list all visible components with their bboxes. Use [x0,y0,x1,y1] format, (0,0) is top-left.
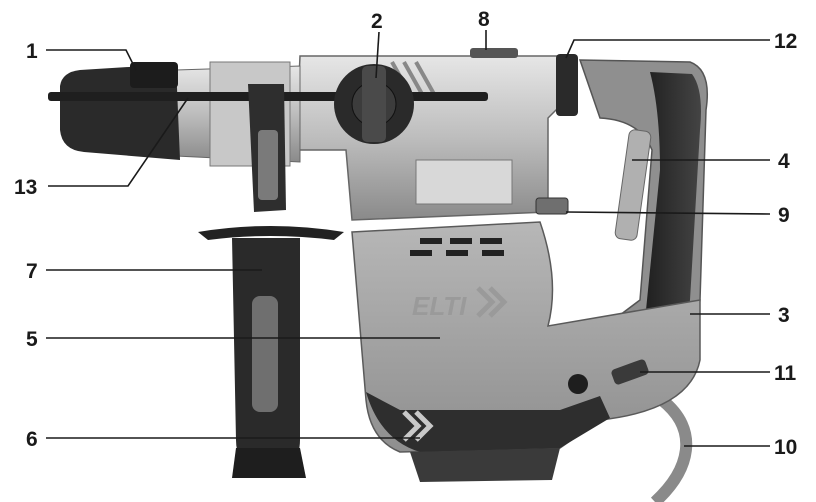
leader-lines [46,30,771,447]
rear-handle-grip [644,72,701,370]
callout-8: 8 [478,8,490,31]
mode-selector-grip [362,66,386,142]
top-cap [470,48,518,58]
power-cord [650,395,693,502]
callout-7: 7 [26,260,38,283]
leader-1 [46,49,137,71]
motor-housing-lower [366,392,610,452]
callout-4: 4 [778,150,790,173]
side-button [568,374,588,394]
callout-13: 13 [14,176,37,199]
callout-6: 6 [26,428,38,451]
brand-text: ELTI [412,291,467,321]
depth-stop-knob [535,197,569,215]
callout-labels: 1 2 8 12 4 13 9 7 3 5 11 6 10 [14,8,797,459]
gear-housing-panel [415,159,513,205]
brand-logo [476,286,508,318]
callout-9: 9 [778,204,790,227]
callout-11: 11 [774,362,797,385]
callout-3: 3 [778,304,790,327]
side-handle-collar-window [258,130,278,200]
callout-12: 12 [774,30,797,53]
vent-slots-front [410,238,504,256]
leader-12 [565,39,770,59]
chuck-ring [130,62,178,88]
motor-housing-base [410,448,560,482]
callout-2: 2 [371,10,383,33]
side-handle-insert [252,296,278,412]
side-handle-end [232,448,306,478]
bottom-logo [402,410,434,442]
callout-10: 10 [774,436,797,459]
rear-rubber-ring [556,54,578,116]
side-handle-guard [198,226,344,240]
leader-13 [48,97,189,187]
leader-2 [375,31,380,79]
leader-9 [565,211,771,215]
callout-1: 1 [26,40,38,63]
switch-lock-button [611,359,649,385]
callout-5: 5 [26,328,38,351]
